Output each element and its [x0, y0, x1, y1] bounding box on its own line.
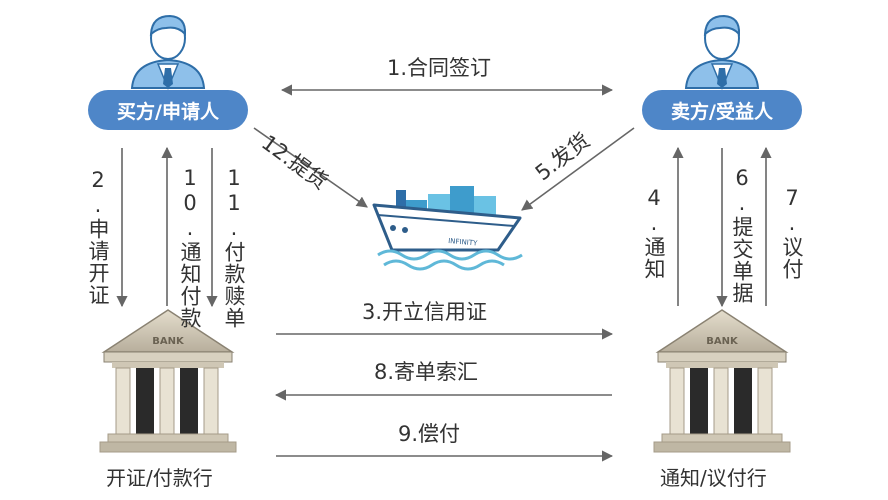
arrow-5-ship	[521, 127, 635, 211]
issuing-bank-sign: BANK	[152, 336, 185, 347]
step-9-label: 9.偿付	[398, 422, 461, 446]
buyer-person-icon	[130, 14, 206, 90]
step-11-label: 11.付款赎单	[222, 166, 246, 329]
advising-bank-building-icon: BANK	[653, 309, 791, 453]
ship-brand-text: INFINITY	[448, 237, 479, 248]
advising-bank-sign: BANK	[706, 336, 739, 347]
step-10-label: 10.通知付款	[178, 166, 202, 329]
advising-bank-label: 通知/议付行	[660, 466, 767, 490]
arrow-12-pickup	[253, 127, 368, 208]
step-1-label: 1.合同签订	[387, 56, 492, 80]
step-3-label: 3.开立信用证	[362, 300, 488, 324]
step-4-label: 4.通知	[642, 186, 666, 280]
step-2-label: 2.申请开证	[86, 168, 110, 306]
buyer-pill: 买方/申请人	[88, 90, 248, 130]
issuing-bank-building-icon: BANK	[99, 309, 237, 453]
ship-icon: INFINITY	[372, 186, 523, 271]
step-8-label: 8.寄单索汇	[374, 360, 479, 384]
issuing-bank-label: 开证/付款行	[106, 466, 213, 490]
seller-pill: 卖方/受益人	[642, 90, 802, 130]
seller-person-icon	[684, 14, 760, 90]
step-6-label: 6.提交单据	[730, 166, 754, 304]
step-7-label: 7.议付	[780, 186, 804, 280]
